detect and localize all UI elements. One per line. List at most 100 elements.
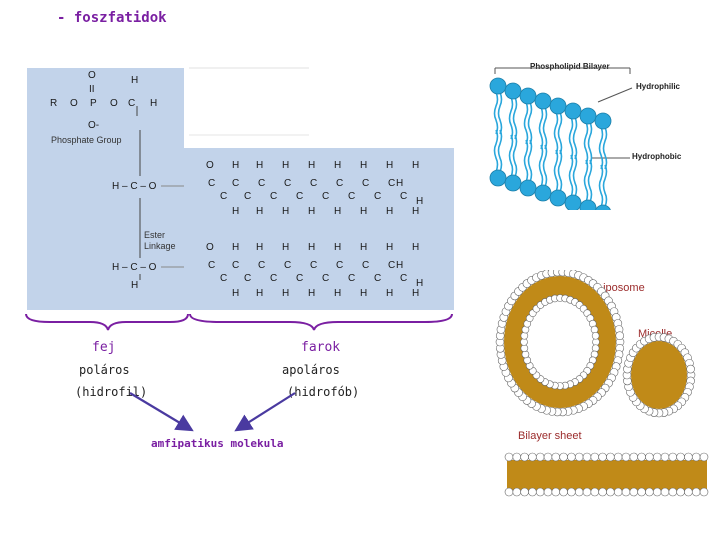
lipid-tail: [587, 159, 593, 203]
lipid-tail: [538, 144, 544, 188]
micelle-core: [631, 341, 687, 409]
sheet-head: [567, 452, 576, 462]
lipid-head: [594, 112, 612, 130]
chain-atom: C: [208, 178, 216, 189]
sheet-head: [504, 452, 514, 462]
braces: [25, 313, 453, 331]
lipid-tail: [512, 134, 518, 178]
chain-atom: C: [258, 260, 266, 271]
sheet-head: [512, 452, 522, 462]
sheet-head: [512, 487, 522, 497]
chain-atom: C: [270, 191, 278, 202]
chain-atom: C: [374, 191, 382, 202]
chain-atom: H: [256, 242, 264, 253]
lipid-head: [489, 77, 507, 95]
chain-atom: H: [412, 242, 420, 253]
sheet-head: [520, 452, 529, 462]
sheet-head: [621, 452, 631, 462]
label-fej: fej: [92, 340, 116, 355]
chain-atom: C: [220, 191, 228, 202]
chain-atom: H: [232, 206, 240, 217]
lipid-tail: [587, 121, 593, 165]
sheet-head: [676, 452, 685, 462]
sheet-head: [652, 487, 662, 497]
sheet-head: [598, 487, 607, 497]
bilayer-title: Phospholipid Bilayer: [530, 62, 610, 71]
sheet-head: [691, 452, 701, 462]
liposome-inner-head: [591, 331, 600, 340]
chain-atom: C: [244, 273, 252, 284]
liposome-lumen: [522, 296, 598, 388]
chain-atom: H: [334, 160, 342, 171]
chain-atom: H: [282, 160, 290, 171]
sheet-core: [507, 460, 707, 490]
sheet-head: [645, 487, 654, 497]
chain-atom: H: [334, 288, 342, 299]
chain-atom: C: [362, 260, 370, 271]
chain-atom: H: [360, 160, 368, 171]
chain-atom: H: [386, 206, 394, 217]
lipid-head: [579, 107, 597, 125]
sheet-head: [652, 452, 662, 462]
chain-atom: C: [362, 178, 370, 189]
sheet-head: [684, 487, 693, 497]
chain-atom: H: [334, 206, 342, 217]
lipid-tail: [523, 101, 529, 145]
chain-atom: C: [348, 273, 356, 284]
chain-atom: C: [348, 191, 356, 202]
sheet-head: [535, 452, 545, 462]
chain-atom: H: [386, 160, 394, 171]
lipid-head: [534, 92, 552, 110]
sheet-head: [535, 487, 545, 497]
chain-atom: C: [336, 260, 344, 271]
sheet-head: [691, 487, 701, 497]
sheet-head: [559, 487, 568, 497]
label-hidrofil: (hidrofil): [75, 385, 148, 399]
lipid-head: [519, 87, 537, 105]
arrows: [129, 392, 296, 432]
sheet-head: [629, 487, 639, 497]
label-hidrofob: (hidrofób): [287, 385, 360, 399]
lipid-tail: [568, 116, 574, 160]
sheet-head: [590, 452, 600, 462]
tail-chains-panel: [184, 148, 454, 310]
sheet-head: [504, 487, 514, 497]
lipid-tail: [553, 149, 559, 193]
hydrophilic-pointer: [597, 87, 633, 103]
sheet-head: [645, 452, 654, 462]
chain-atom: H: [412, 160, 420, 171]
chain-atom: H: [308, 206, 316, 217]
chain-atom: C: [296, 191, 304, 202]
chain-atom: C: [322, 191, 330, 202]
sheet-head: [668, 487, 678, 497]
liposome-inner-head: [591, 344, 600, 353]
lipid-tail: [557, 149, 563, 193]
lipid-tail: [497, 129, 503, 173]
chain-atom: H: [232, 288, 240, 299]
lipid-tail: [572, 116, 578, 160]
chain-atom: C: [310, 178, 318, 189]
lipid-tail: [553, 111, 559, 155]
chain-atom: C: [336, 178, 344, 189]
lipid-head: [534, 184, 552, 202]
lipid-tail: [508, 134, 514, 178]
glycerol-row-1: H – C – O: [112, 181, 157, 192]
sheet-head: [660, 452, 670, 462]
lipid-tail: [572, 154, 578, 198]
chain-atom: H: [416, 278, 424, 289]
chain-atom: H: [232, 160, 240, 171]
double-bond: II: [89, 84, 95, 95]
chain-atom: C: [388, 260, 396, 271]
sheet-head: [684, 452, 693, 462]
sheet-head: [543, 452, 553, 462]
chain-atom: C: [232, 178, 240, 189]
atom: O: [110, 98, 118, 109]
chain-atom: C: [388, 178, 396, 189]
lipid-tail: [542, 106, 548, 150]
lipid-head: [504, 82, 522, 100]
chain-atom: C: [296, 273, 304, 284]
hydrophilic-label: Hydrophilic: [636, 82, 681, 91]
sheet-head: [621, 487, 631, 497]
sheet-head: [613, 487, 623, 497]
chain-atom: C: [400, 191, 408, 202]
